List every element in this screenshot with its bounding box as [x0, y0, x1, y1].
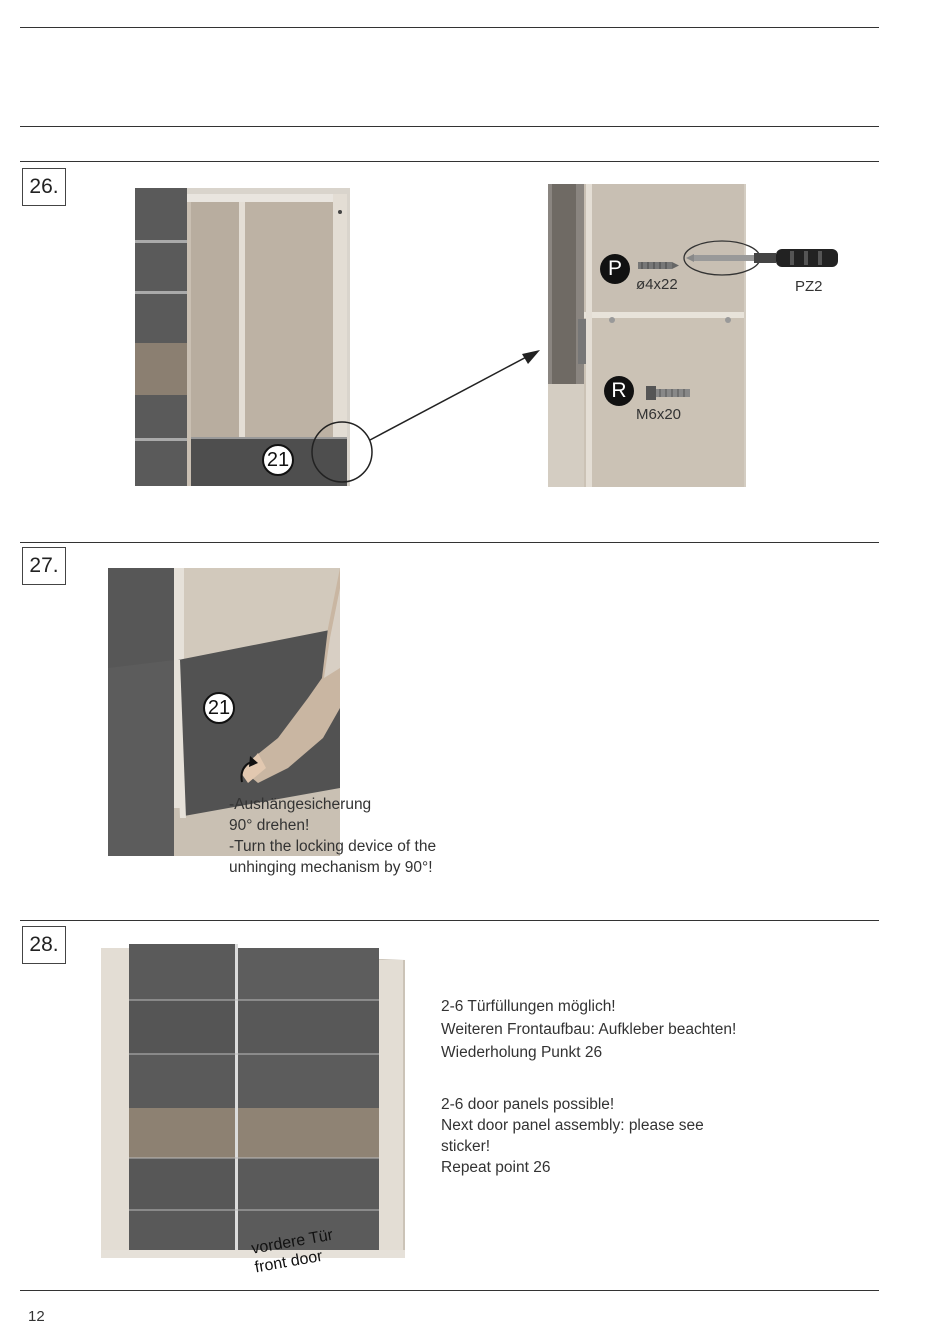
- step-26-part-21-label: 21: [262, 444, 294, 476]
- instruction-line: 90° drehen!: [229, 817, 310, 834]
- step-28-notes-en: 2-6 door panels possible! Next door pane…: [441, 1094, 704, 1178]
- step-26-closeup-photo: [548, 184, 746, 487]
- hardware-p-badge: P: [600, 254, 630, 284]
- step-28-rule: [20, 920, 879, 921]
- step-28-notes-de: 2-6 Türfüllungen möglich! Weiteren Front…: [441, 995, 736, 1064]
- step-28-wardrobe-photo: [93, 940, 409, 1268]
- note-line: Repeat point 26: [441, 1159, 551, 1176]
- screw-p-icon: [638, 262, 679, 269]
- step-27-rule: [20, 542, 879, 543]
- hardware-p-size: ø4x22: [636, 276, 678, 293]
- screw-r-icon: [646, 386, 690, 400]
- step-27-part-21-label: 21: [203, 692, 235, 724]
- note-line: sticker!: [441, 1138, 491, 1155]
- tool-label: PZ2: [795, 278, 823, 295]
- step-27-number: 27.: [22, 547, 66, 585]
- step-27-instructions: -Aushängesicherung 90° drehen! -Turn the…: [229, 794, 436, 878]
- door-panels: [129, 944, 379, 1250]
- step-26-wardrobe-photo: [135, 188, 350, 486]
- step-26-rule: [20, 161, 879, 162]
- step-27-photo: [108, 568, 340, 856]
- step-28-number: 28.: [22, 926, 66, 964]
- instruction-line: -Aushängesicherung: [229, 796, 372, 813]
- header-rule-top: [20, 27, 879, 28]
- note-line: Wiederholung Punkt 26: [441, 1044, 603, 1061]
- note-line: 2-6 Türfüllungen möglich!: [441, 998, 616, 1015]
- note-line: Next door panel assembly: please see: [441, 1117, 704, 1134]
- instruction-line: -Turn the locking device of the: [229, 838, 437, 855]
- page-number: 12: [28, 1308, 45, 1325]
- header-rule-bottom: [20, 126, 879, 127]
- note-line: 2-6 door panels possible!: [441, 1096, 615, 1113]
- screwdriver-icon: [683, 240, 838, 276]
- note-line: Weiteren Frontaufbau: Aufkleber beachten…: [441, 1021, 737, 1038]
- hardware-r-badge: R: [604, 376, 634, 406]
- hardware-r-size: M6x20: [636, 406, 682, 423]
- step-26-callout-arrow: [311, 350, 540, 483]
- instruction-line: unhinging mechanism by 90°!: [229, 859, 433, 876]
- footer-rule: [20, 1290, 879, 1291]
- step-26-number: 26.: [22, 168, 66, 206]
- rotate-arrow-icon: [240, 756, 258, 783]
